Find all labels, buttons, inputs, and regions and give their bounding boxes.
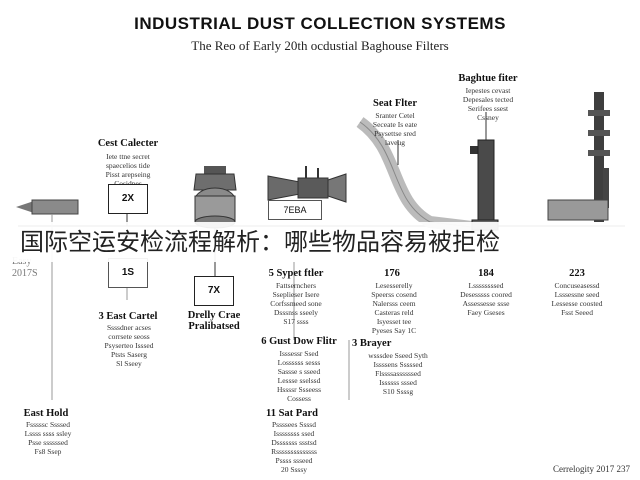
label-col-184: 184 xyxy=(478,268,494,279)
desc-brayer: wsssdee Sseed Syth Issssens Sssssed Flss… xyxy=(368,351,428,396)
desc-east-cartel: Ssssdner acses corrsete seoss Psyserteo … xyxy=(104,323,154,368)
desc-col-223: Concuseasessd Lsssessne seed Lessesse co… xyxy=(551,281,603,317)
label-seat-filter: Seat Flter xyxy=(372,98,418,109)
label-brayer: 3 Brayer xyxy=(352,338,392,349)
horn-filter-icon xyxy=(267,166,347,203)
cyclone-collector-icon xyxy=(193,166,237,229)
box-2x: 2X xyxy=(108,184,148,214)
box-15: 1S xyxy=(108,258,148,288)
label-cost-collector: Cest Calecter xyxy=(97,138,159,149)
desc-col-184: Lssssssssed Desesssss coored Assessesse … xyxy=(460,281,512,317)
diagram-title: INDUSTRIAL DUST COLLECTION SYSTEMS xyxy=(134,14,506,33)
pipe-section-left xyxy=(31,199,79,215)
desc-sypat-filter: Fattsernchers Sseplieser Isere Corfssmee… xyxy=(270,281,322,326)
desc-east-hold: Fsssssc Ssssed Lssss ssss ssley Psse sss… xyxy=(24,420,72,456)
desc-seat-filter: Sranter Cetel Seceate Is eate Psysettse … xyxy=(372,111,418,147)
label-easy-year: 2017S xyxy=(12,268,38,279)
desc-baghouse-filter: Iepestes cevast Depesales tected Serifee… xyxy=(462,86,514,122)
chimney-stack-icon xyxy=(547,92,610,222)
chinese-banner: 国际空运安检流程解析：哪些物品容易被拒检 xyxy=(0,222,640,262)
desc-guest-filter: Isssessr Ssed Lossssss sesss Sassse s ss… xyxy=(277,349,321,403)
label-guest-filter: 6 Gust Dow Flitr xyxy=(261,336,337,347)
label-baghouse-filter: Baghtue fiter xyxy=(458,73,518,84)
desc-col-176: Lesesserelly Speerss cosend Nalersss cee… xyxy=(371,281,417,335)
label-east-cartel: 3 East Cartel xyxy=(98,311,158,322)
baghouse-tower-icon xyxy=(470,139,499,231)
label-east-hold: East Hold xyxy=(23,408,69,419)
timeline-arrow-left xyxy=(16,201,34,213)
box-7eba: 7EBA xyxy=(268,200,322,220)
desc-sat-pard: Pssssees Ssssd Issssssss ssed Dsssssss s… xyxy=(271,420,317,474)
label-col-176: 176 xyxy=(384,268,400,279)
label-sypat-filter: 5 Sypet ftler xyxy=(268,268,324,279)
footer-credit: Cerrelogity 2017 237 xyxy=(553,464,630,474)
diagram-subtitle: The Reo of Early 20th ocdustial Baghouse… xyxy=(191,38,449,53)
label-dusty-crate: Drelly Crae Pralibatsed xyxy=(187,310,241,332)
desc-cost-collector: Iete ttne secret spaecelios tide Pisst a… xyxy=(105,152,151,188)
label-col-223: 223 xyxy=(569,268,585,279)
box-7x: 7X xyxy=(194,276,234,306)
label-sat-pard: 11 Sat Pard xyxy=(266,408,318,419)
